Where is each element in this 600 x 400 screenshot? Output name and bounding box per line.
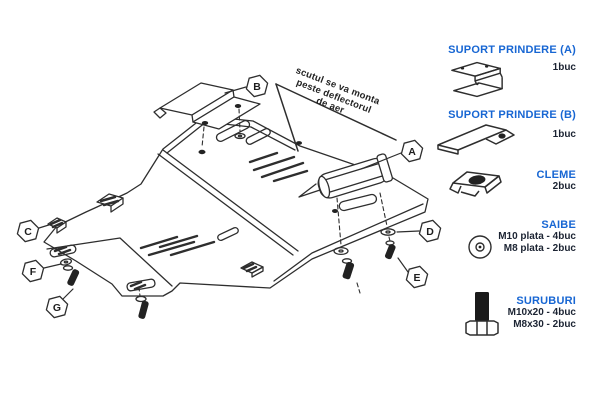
bracket-b-fastener-lines: [201, 108, 241, 148]
legend-spec-line: M8 plata - 2buc: [503, 242, 576, 254]
legend-qty: 1buc: [552, 62, 576, 73]
plate-clip-mark: [240, 261, 264, 278]
label-g: G: [45, 295, 69, 319]
legend-title: SAIBE: [541, 219, 576, 231]
legend-item-suruburi: SURUBURI M10x20 - 4buc M8x30 - 2buc: [430, 290, 576, 338]
label-hexagon: [405, 265, 429, 289]
label-letter: E: [413, 272, 420, 284]
label-b: B: [245, 74, 269, 98]
bracket-b: [153, 82, 261, 130]
bolt-right-2: [384, 240, 396, 260]
bracket-b-washer: [234, 132, 246, 140]
legend-spec-line: M10x20 - 4buc: [507, 307, 576, 318]
legend-item-suport-prindere-a: SUPORT PRINDERE (A) 1buc: [430, 44, 576, 102]
legend-qty: 2buc: [552, 181, 576, 192]
bolt-icon: [465, 292, 499, 336]
label-a: A: [400, 139, 424, 163]
parts-legend: SUPORT PRINDERE (A) 1buc SUPORT PRINDERE…: [430, 0, 576, 400]
label-letter: B: [253, 81, 261, 93]
clamp-1: [96, 193, 124, 213]
bolt-left: [62, 265, 80, 286]
skid-plate: [43, 115, 429, 297]
legend-spec-line: M10 plata - 4buc: [498, 231, 576, 242]
washer-icon: [468, 235, 492, 259]
label-letter: D: [426, 226, 434, 238]
bolt-right-1: [341, 258, 355, 280]
washer-left: [59, 258, 73, 266]
label-letter: F: [30, 266, 37, 278]
bolt-bottom-tab: [135, 287, 149, 319]
label-letter: G: [53, 302, 61, 314]
legend-item-cleme: CLEME 2buc: [430, 164, 576, 200]
label-leaders: [38, 86, 420, 301]
label-hexagon: [16, 219, 40, 243]
label-d: D: [418, 219, 442, 243]
label-f: F: [21, 259, 45, 283]
label-hexagon: [21, 259, 45, 283]
label-letter: C: [24, 226, 32, 238]
label-c: C: [16, 219, 40, 243]
label-hexagon: [45, 295, 69, 319]
label-hexagon: [418, 219, 442, 243]
legend-title: SUPORT PRINDERE (B): [448, 109, 576, 121]
legend-title: CLEME: [536, 169, 576, 181]
clamp-icon: [449, 171, 502, 197]
legend-item-suport-prindere-b: SUPORT PRINDERE (B) 1buc: [430, 109, 576, 157]
callout-labels: A B C D E F G: [16, 74, 442, 319]
label-e: E: [405, 265, 429, 289]
bracket-a-icon: [451, 61, 503, 98]
label-hexagon: [245, 74, 269, 98]
bracket-b-icon: [437, 124, 515, 155]
legend-title: SUPORT PRINDERE (A): [448, 44, 576, 56]
legend-item-saibe: SAIBE M10 plata - 4buc M8 plata - 2buc: [430, 219, 576, 261]
legend-qty: 1buc: [552, 129, 576, 140]
bracket-a-fastener-lines: [336, 192, 391, 294]
legend-spec-line: M8x30 - 2buc: [513, 318, 576, 330]
rib-hatching-lower: [139, 234, 216, 257]
label-hexagon: [400, 139, 424, 163]
rib-hatching-upper: [248, 151, 309, 183]
clamp-2: [47, 217, 67, 234]
label-letter: A: [408, 146, 416, 158]
legend-title: SURUBURI: [516, 295, 576, 307]
note-leader-lines: [275, 83, 397, 152]
washer-right-1: [333, 246, 349, 256]
washer-right-2: [380, 228, 396, 236]
